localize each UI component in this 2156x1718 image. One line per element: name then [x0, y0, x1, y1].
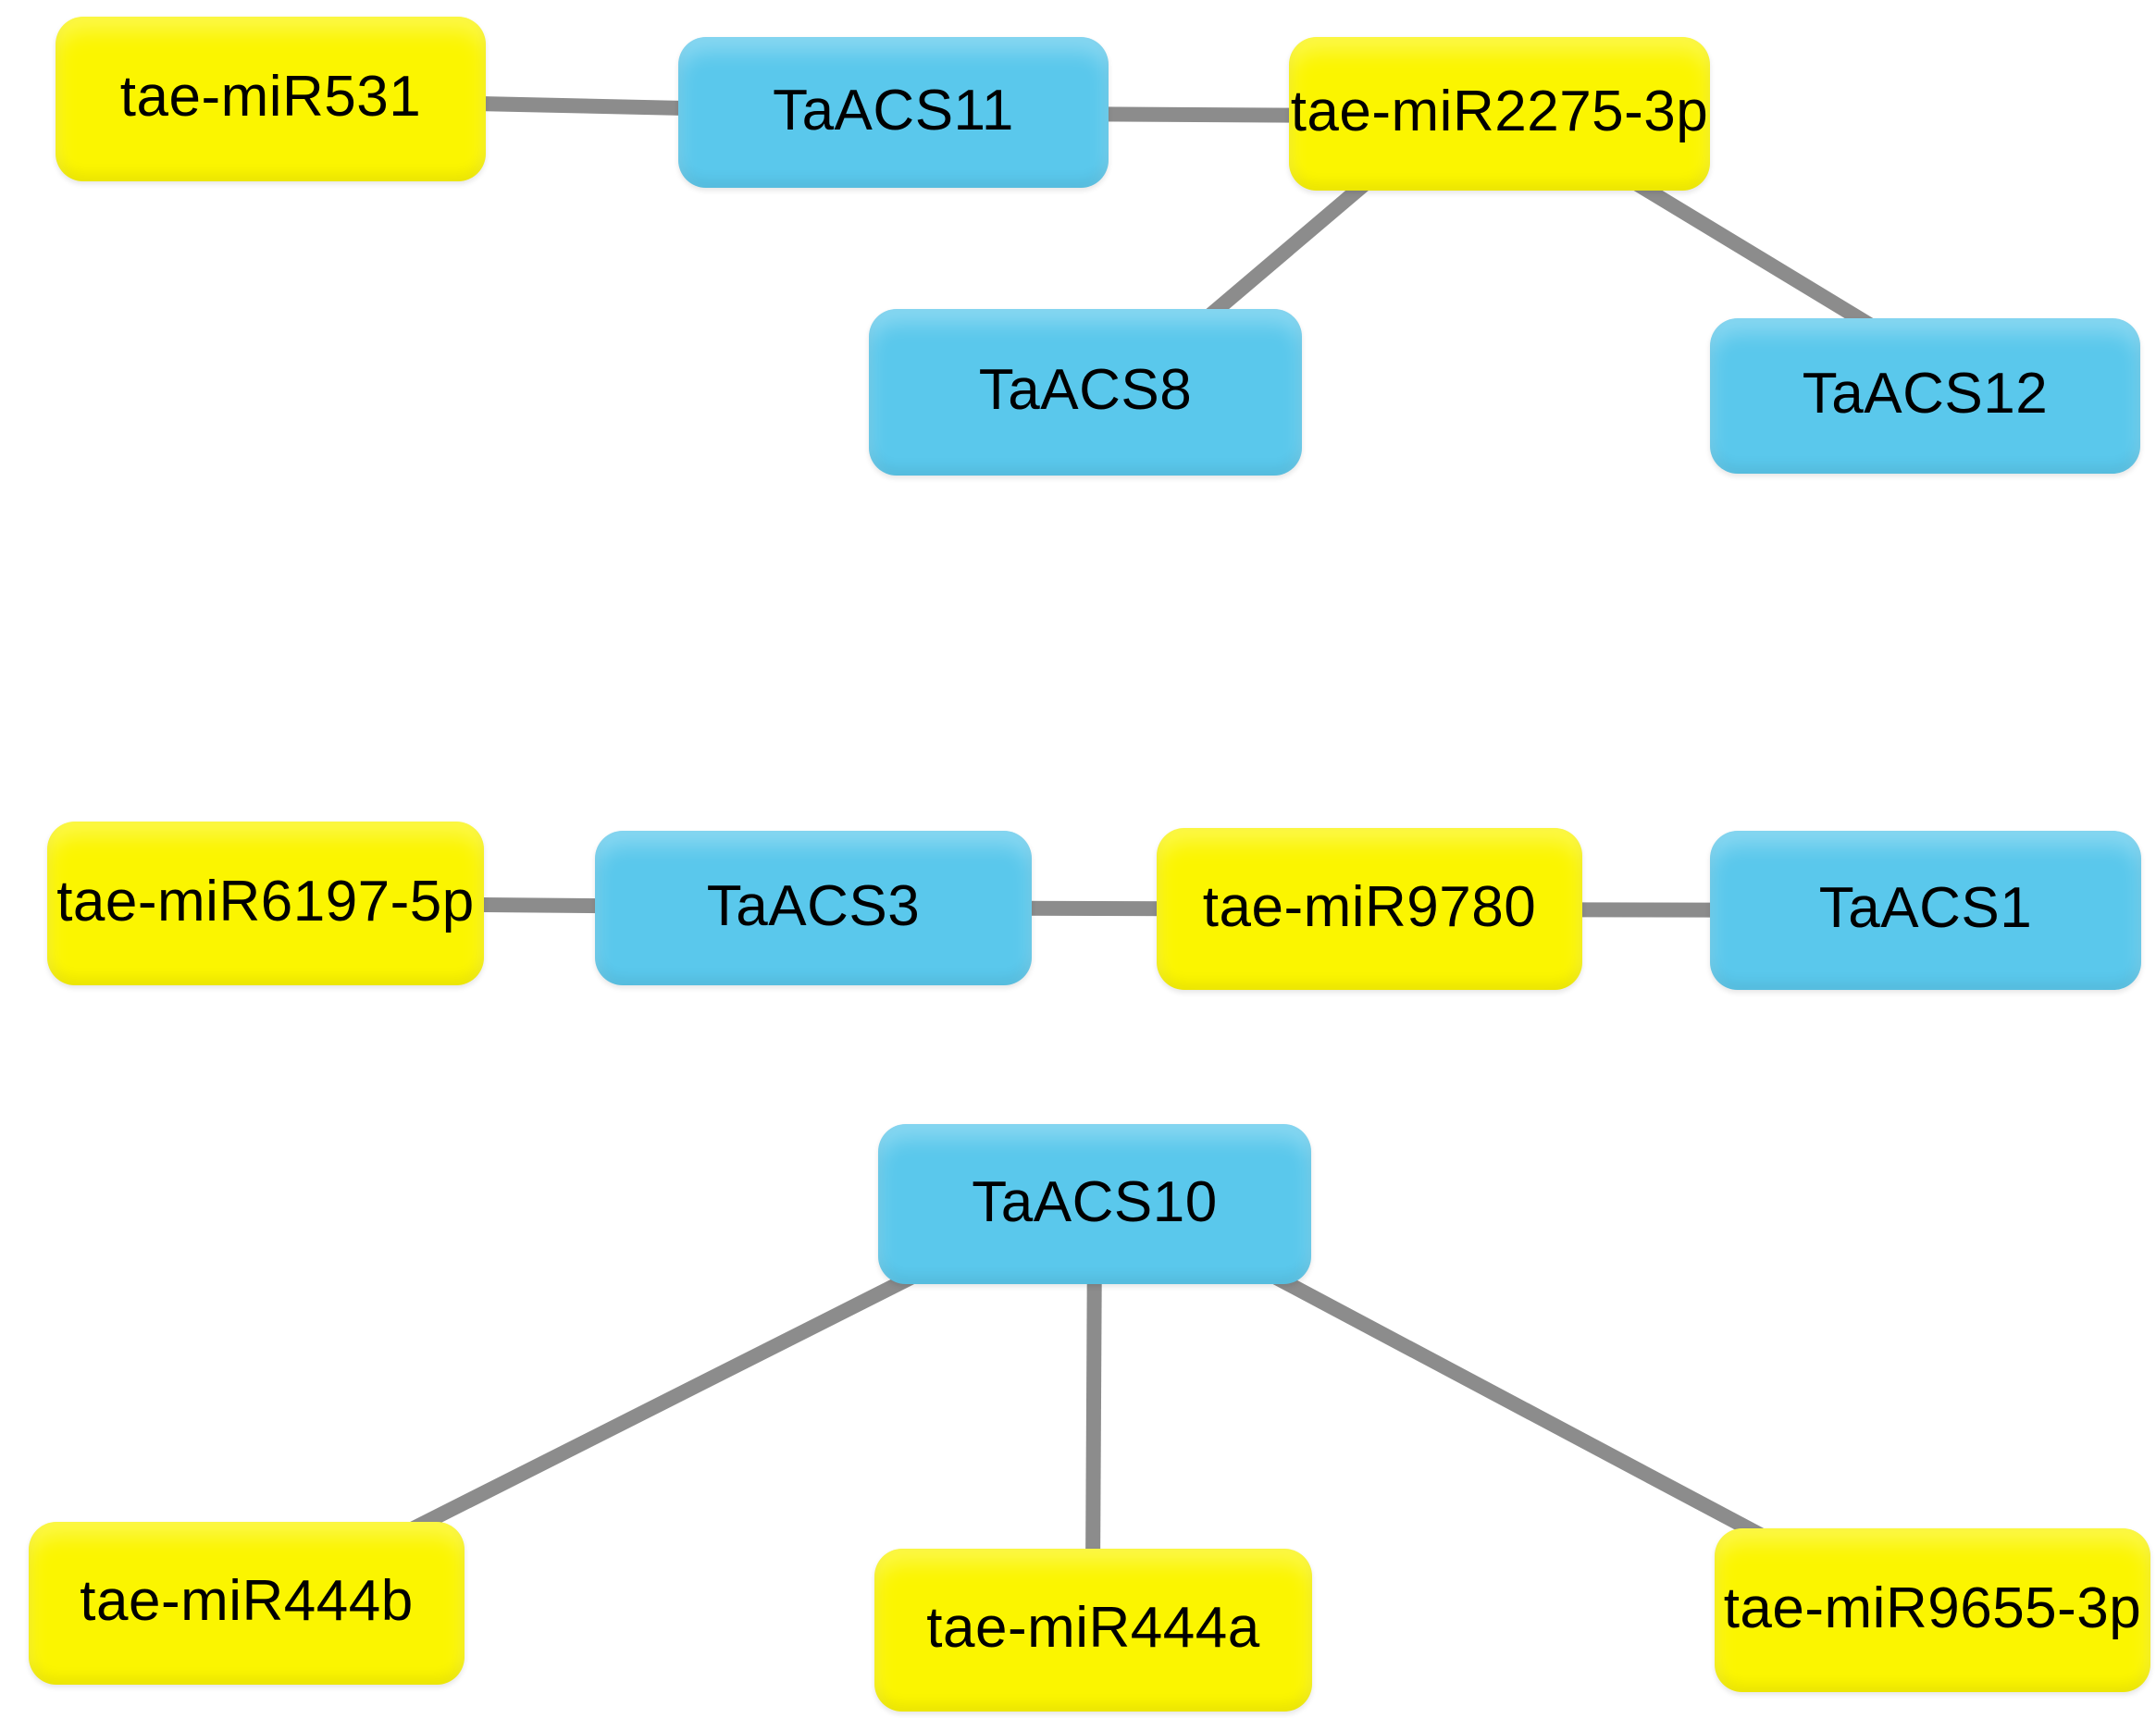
node-tae-miR531[interactable]: tae-miR531: [56, 17, 486, 181]
edge-TaACS10--tae-miR444a[interactable]: [1085, 1230, 1102, 1574]
node-tae-miR444a[interactable]: tae-miR444a: [874, 1549, 1312, 1712]
node-label: tae-miR444a: [926, 1596, 1260, 1660]
node-label: tae-miR9655-3p: [1723, 1576, 2142, 1640]
node-tae-miR2275-3p[interactable]: tae-miR2275-3p: [1289, 37, 1710, 191]
edge-TaACS10--tae-miR9655-3p[interactable]: [1250, 1258, 1769, 1545]
node-label: TaACS1: [1818, 876, 2033, 940]
node-TaACS11[interactable]: TaACS11: [678, 37, 1109, 188]
node-tae-miR9780[interactable]: tae-miR9780: [1157, 828, 1582, 990]
node-label: tae-miR6197-5p: [56, 869, 475, 933]
node-TaACS3[interactable]: TaACS3: [595, 831, 1032, 985]
node-TaACS12[interactable]: TaACS12: [1710, 318, 2140, 474]
node-TaACS8[interactable]: TaACS8: [869, 309, 1302, 476]
node-TaACS1[interactable]: TaACS1: [1710, 831, 2141, 990]
edge-tae-miR2275-3p--TaACS8[interactable]: [1195, 171, 1378, 330]
node-TaACS10[interactable]: TaACS10: [878, 1124, 1311, 1284]
node-label: tae-miR531: [119, 65, 422, 129]
node-label: tae-miR2275-3p: [1290, 80, 1709, 143]
node-label: TaACS3: [706, 873, 921, 938]
edge-tae-miR2275-3p--TaACS12[interactable]: [1622, 171, 1894, 343]
node-tae-miR444b[interactable]: tae-miR444b: [29, 1522, 465, 1685]
edge-TaACS10--tae-miR444b[interactable]: [410, 1258, 938, 1536]
node-label: TaACS8: [978, 358, 1193, 422]
node-label: tae-miR9780: [1202, 874, 1537, 939]
node-tae-miR9655-3p[interactable]: tae-miR9655-3p: [1715, 1528, 2150, 1692]
node-label: TaACS10: [972, 1169, 1218, 1234]
node-label: TaACS11: [773, 78, 1014, 142]
node-label: tae-miR444b: [80, 1569, 414, 1633]
node-label: TaACS12: [1802, 362, 2049, 426]
node-tae-miR6197-5p[interactable]: tae-miR6197-5p: [47, 822, 484, 985]
